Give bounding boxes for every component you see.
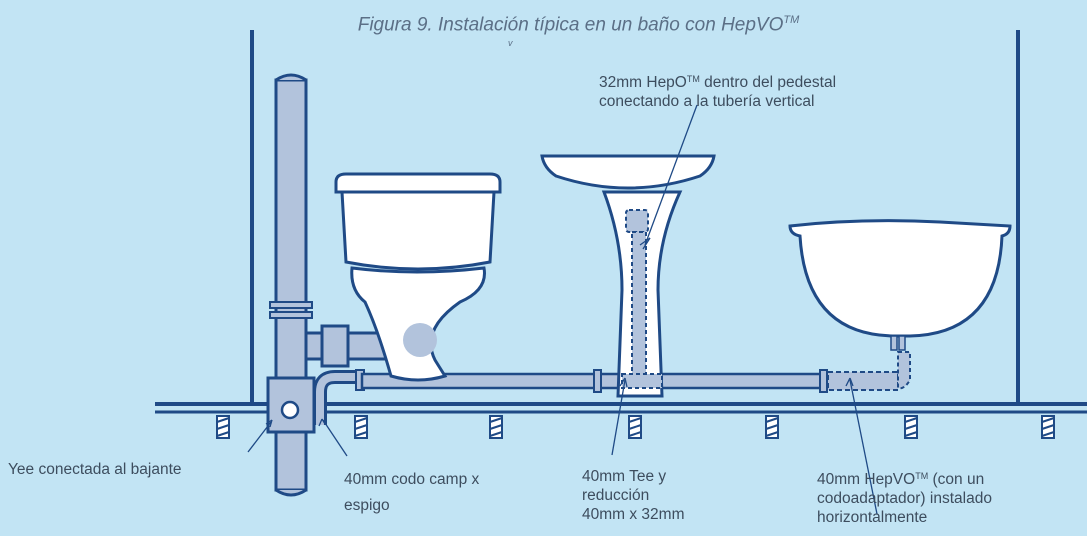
- title-stray-mark: v: [508, 38, 513, 48]
- diagram-title: Figura 9. Instalación típica en un baño …: [0, 14, 1087, 36]
- label-hepvo-tm: TM: [915, 471, 929, 481]
- label-tee-line3: 40mm x 32mm: [582, 506, 685, 523]
- label-hepo-line2: conectando a la tubería vertical: [599, 93, 815, 110]
- label-codo: 40mm codo camp x espigo: [344, 467, 479, 519]
- label-tee: 40mm Tee y reducción 40mm x 32mm: [582, 467, 685, 524]
- label-yee: Yee conectada al bajante: [8, 460, 182, 479]
- bathtub: [788, 219, 1012, 351]
- leader-lines: [247, 104, 878, 515]
- title-trademark: TM: [783, 14, 800, 26]
- label-hepvo-line1-a: 40mm HepVO: [817, 471, 916, 488]
- horizontal-drain-pipe: [360, 369, 828, 393]
- label-hepvo-line1-b: (con un: [928, 471, 985, 488]
- label-hepvo-line2: codoadaptador) instalado: [817, 490, 992, 507]
- label-hepvo-line3: horizontalmente: [817, 509, 928, 526]
- label-hepo-line1-a: 32mm HepO: [599, 74, 687, 91]
- label-codo-line2: espigo: [344, 497, 390, 514]
- title-text: Figura 9. Instalación típica en un baño …: [357, 14, 784, 36]
- label-hepo: 32mm HepOTM dentro del pedestal conectan…: [599, 70, 836, 111]
- label-codo-line1: 40mm codo camp x: [344, 471, 480, 488]
- label-hepo-tm: TM: [686, 74, 700, 84]
- label-hepo-line1-b: dentro del pedestal: [699, 74, 837, 91]
- label-tee-line1: 40mm Tee y: [582, 468, 667, 485]
- label-yee-line1: Yee conectada al bajante: [8, 461, 182, 478]
- floor-joists: [216, 415, 1055, 439]
- yee-fitting: [266, 376, 316, 434]
- label-hepvo: 40mm HepVOTM (con un codoadaptador) inst…: [817, 467, 992, 527]
- pedestal-basin: [540, 154, 716, 398]
- hepvo-valve: [827, 351, 911, 391]
- toilet: [334, 172, 502, 382]
- label-tee-line2: reducción: [582, 487, 650, 504]
